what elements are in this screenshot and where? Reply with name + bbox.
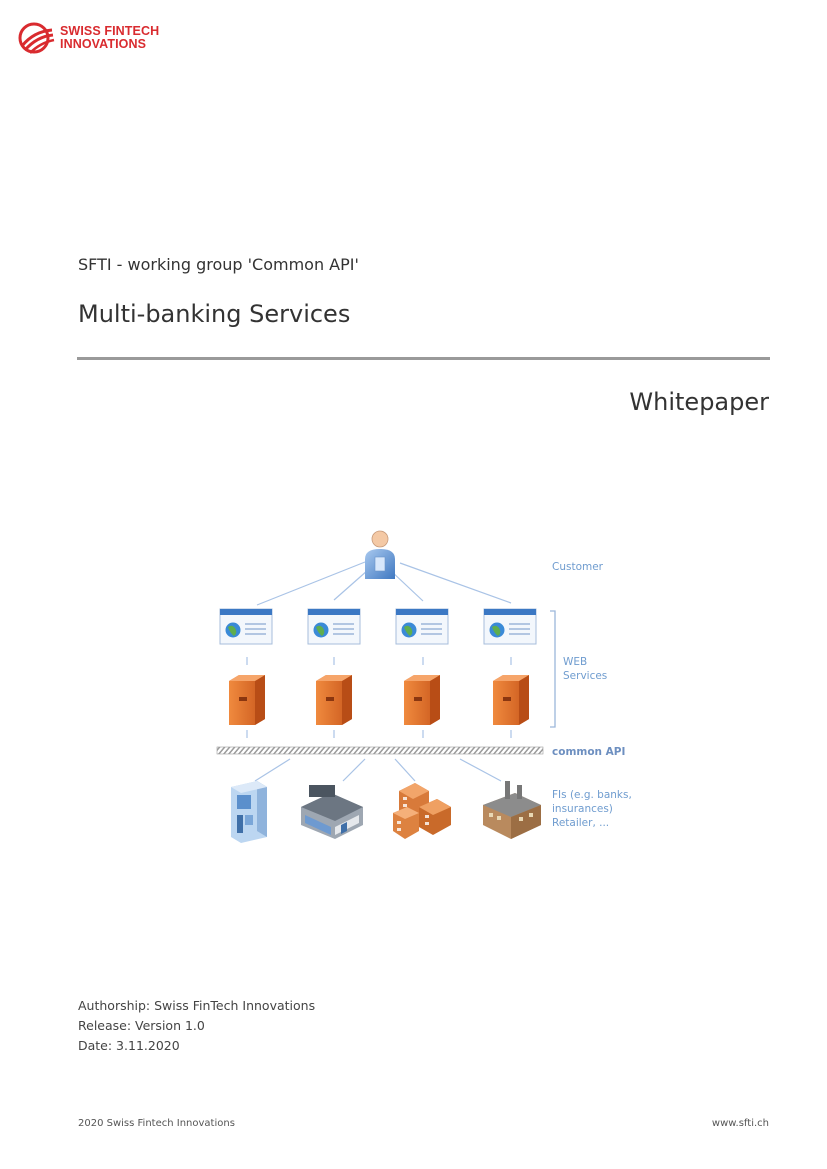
- server-icon: [404, 675, 440, 725]
- authorship-line: Authorship: Swiss FinTech Innovations: [78, 998, 316, 1013]
- customer-connectors: [256, 561, 512, 606]
- label-fis-line3: Retailer, ...: [552, 817, 610, 829]
- server-icon: [316, 675, 352, 725]
- logo-text-line2: INNOVATIONS: [60, 37, 147, 51]
- architecture-diagram: Customer WEB Services common API FIs (e.…: [205, 525, 655, 855]
- sfti-logo: SWISS FINTECH INNOVATIONS: [18, 22, 160, 54]
- vertical-ticks: [246, 657, 512, 738]
- footer-copyright: 2020 Swiss Fintech Innovations: [78, 1118, 235, 1129]
- common-api-bar: [216, 746, 544, 755]
- label-web-line1: WEB: [563, 656, 588, 668]
- browser-window-icon: [395, 608, 449, 645]
- web-browsers: [219, 608, 537, 645]
- factory-icon: [483, 781, 541, 839]
- server-icon: [229, 675, 265, 725]
- web-services-bracket: [550, 610, 556, 728]
- footer-website-link[interactable]: www.sfti.ch: [711, 1118, 769, 1129]
- logo-text-line1: SWISS FINTECH: [60, 24, 160, 38]
- document-type: Whitepaper: [629, 388, 769, 416]
- label-customer: Customer: [552, 561, 604, 573]
- release-line: Release: Version 1.0: [78, 1018, 205, 1033]
- title-divider: [77, 357, 770, 360]
- bank-building-icon: [231, 781, 267, 843]
- browser-window-icon: [483, 608, 537, 645]
- browser-window-icon: [307, 608, 361, 645]
- fi-connectors: [254, 758, 502, 782]
- label-fis-line2: insurances): [552, 803, 613, 815]
- document-title: Multi-banking Services: [78, 300, 351, 328]
- date-line: Date: 3.11.2020: [78, 1038, 180, 1053]
- server-icon: [493, 675, 529, 725]
- label-web-services: WEB Services: [563, 655, 607, 683]
- label-common-api: common API: [552, 746, 626, 758]
- label-fis-line1: FIs (e.g. banks,: [552, 789, 632, 801]
- customer-person-icon: [365, 530, 395, 579]
- office-complex-icon: [393, 783, 451, 839]
- web-servers: [229, 675, 529, 725]
- label-web-line2: Services: [563, 670, 608, 682]
- document-subtitle: SFTI - working group 'Common API': [78, 255, 359, 274]
- store-building-icon: [301, 785, 363, 839]
- logo-swoosh-icon: [18, 22, 55, 54]
- document-meta: Authorship: Swiss FinTech Innovations Re…: [78, 996, 315, 1056]
- browser-window-icon: [219, 608, 273, 645]
- label-fis: FIs (e.g. banks, insurances) Retailer, .…: [552, 788, 632, 830]
